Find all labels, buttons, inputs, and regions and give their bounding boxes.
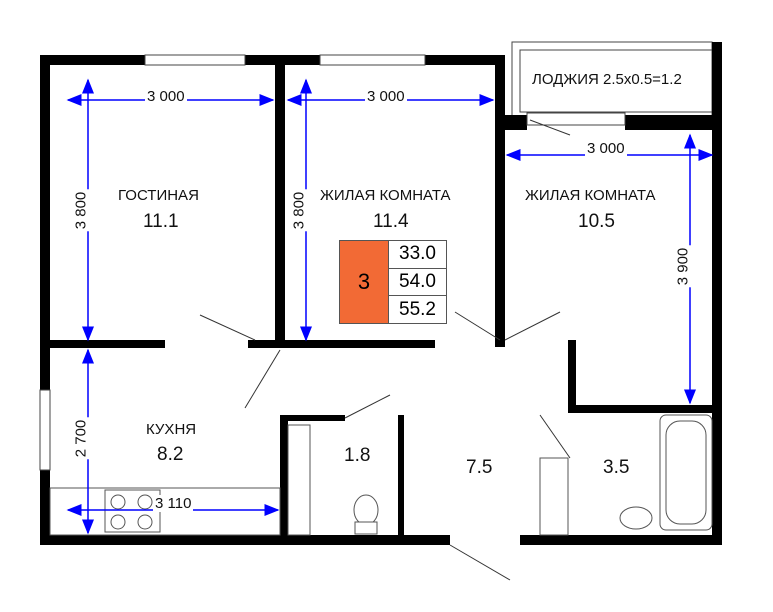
apartment-summary-badge: 3 33.0 54.0 55.2	[339, 240, 447, 324]
door-swings	[199, 119, 571, 581]
room-living-name: ГОСТИНАЯ	[118, 187, 199, 204]
dim-living-width: 3 000	[145, 88, 187, 105]
total-area-with-loggia: 55.2	[399, 298, 436, 320]
room-kitchen-name: КУХНЯ	[146, 421, 197, 438]
loggia	[511, 41, 722, 122]
room-bedroom1-name: ЖИЛАЯ КОМНАТА	[320, 187, 451, 204]
room-wc-area: 1.8	[344, 445, 371, 466]
room-bedroom1-area: 11.4	[373, 211, 409, 232]
dim-bedroom2-width: 3 000	[585, 140, 627, 157]
dim-living-height: 3 800	[72, 189, 90, 232]
living-area-total: 33.0	[389, 241, 446, 269]
rooms-count: 3	[340, 241, 389, 323]
total-area: 54.0	[389, 269, 446, 297]
washer-icon	[287, 424, 311, 536]
room-bedroom2-name: ЖИЛАЯ КОМНАТА	[525, 187, 656, 204]
room-hall-area: 7.5	[466, 457, 493, 478]
dim-kitchen-width: 3 110	[153, 495, 194, 512]
dim-bedroom1-height: 3 800	[290, 189, 308, 232]
dim-bedroom1-width: 3 000	[365, 88, 407, 105]
loggia-label: ЛОДЖИЯ 2.5x0.5=1.2	[532, 71, 682, 88]
room-kitchen-area: 8.2	[157, 444, 184, 465]
toilet-icon	[353, 494, 379, 526]
room-bath-area: 3.5	[603, 457, 630, 478]
windows	[39, 54, 626, 471]
dim-bedroom2-height: 3 900	[674, 245, 692, 288]
room-living-area: 11.1	[143, 211, 179, 232]
sink-icon	[619, 506, 653, 530]
boiler-icon	[539, 457, 569, 536]
room-bedroom2-area: 10.5	[578, 211, 615, 232]
walls	[40, 55, 722, 545]
dim-kitchen-height: 2 700	[72, 417, 90, 460]
